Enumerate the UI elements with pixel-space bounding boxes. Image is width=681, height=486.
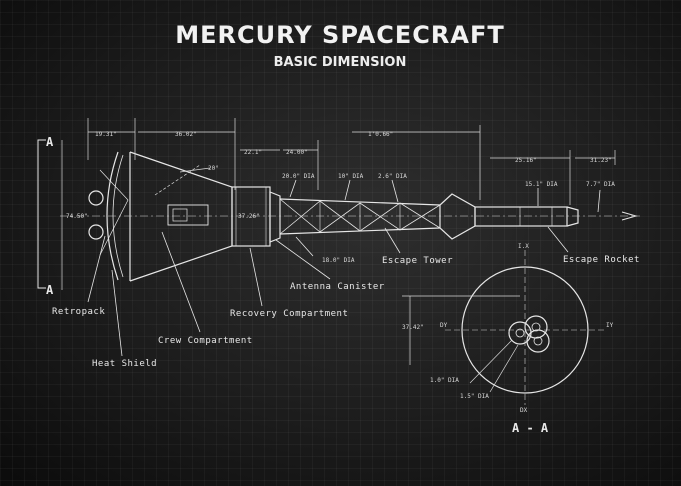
- section-a-bracket: [37, 139, 46, 289]
- dim-label: 2.6" DIA: [378, 173, 407, 180]
- dim-label: 22.1": [244, 149, 262, 156]
- retropack-bottle-upper: [88, 190, 104, 206]
- dim-label: 24.00": [286, 149, 308, 156]
- dim-label: 31.23": [590, 157, 612, 164]
- dim-label: 20.0" DIA: [282, 173, 315, 180]
- page-subtitle: BASIC DIMENSION: [274, 55, 407, 70]
- dim-label: 1.5" DIA: [460, 393, 489, 400]
- label-crew-compartment: Crew Compartment: [158, 336, 253, 346]
- section-marker-bottom: A: [46, 283, 54, 297]
- section-aa-view: [461, 266, 589, 394]
- antenna-canister: [269, 191, 281, 243]
- label-heat-shield: Heat Shield: [92, 359, 157, 369]
- heat-shield-inner: [112, 154, 124, 278]
- dim-label: 1'0.66": [368, 131, 393, 138]
- section-dimension-lines: [402, 295, 520, 393]
- dim-label: 15.1" DIA: [525, 181, 558, 188]
- section-view-label: A - A: [512, 421, 549, 435]
- dim-label: 37.26": [238, 213, 260, 220]
- dim-label: 19.31": [95, 131, 117, 138]
- heat-shield-outline: [106, 151, 119, 281]
- escape-rocket-tip: [566, 206, 579, 227]
- retropack-straps: [99, 169, 129, 256]
- page-title: MERCURY SPACECRAFT: [175, 21, 504, 49]
- label-antenna-canister: Antenna Canister: [290, 282, 385, 292]
- spacecraft-side-view: [88, 151, 579, 282]
- section-marker-top: A: [46, 135, 54, 149]
- center-line-arrow: [621, 211, 638, 221]
- dim-label: 1.0" DIA: [430, 377, 459, 384]
- label-escape-tower: Escape Tower: [382, 256, 453, 266]
- section-bottle-left: [508, 321, 532, 345]
- dim-label: 36.02": [175, 131, 197, 138]
- retropack-bottle-lower: [88, 224, 104, 240]
- section-axis-top: I.X: [518, 243, 529, 250]
- section-axis-bottom: DX: [520, 407, 528, 414]
- section-axis-left: DY: [440, 322, 448, 329]
- section-bottle-right: [526, 329, 550, 353]
- escape-rocket-nozzle: [439, 193, 476, 240]
- section-axis-right: IY: [606, 322, 614, 329]
- label-recovery-compartment: Recovery Compartment: [230, 309, 348, 319]
- crew-window-pane: [172, 208, 188, 222]
- escape-rocket-body: [474, 206, 568, 227]
- dim-label: 18.0" DIA: [322, 257, 355, 264]
- label-retropack: Retropack: [52, 307, 105, 317]
- dim-label: 7.7" DIA: [586, 181, 615, 188]
- dim-label: 25.16": [515, 157, 537, 164]
- leader-lines: [87, 179, 601, 357]
- section-outer-circle: [461, 266, 589, 394]
- section-center-lines: [445, 250, 605, 405]
- crew-window: [167, 204, 209, 226]
- dimension-lines: [61, 118, 616, 290]
- dim-label: 10" DIA: [338, 173, 364, 180]
- dim-label: 74.50": [66, 213, 88, 220]
- dim-label: 37.42": [402, 324, 424, 331]
- label-escape-rocket: Escape Rocket: [563, 255, 640, 265]
- tower-rail-top: [279, 198, 441, 206]
- dim-label: 20°: [208, 165, 219, 172]
